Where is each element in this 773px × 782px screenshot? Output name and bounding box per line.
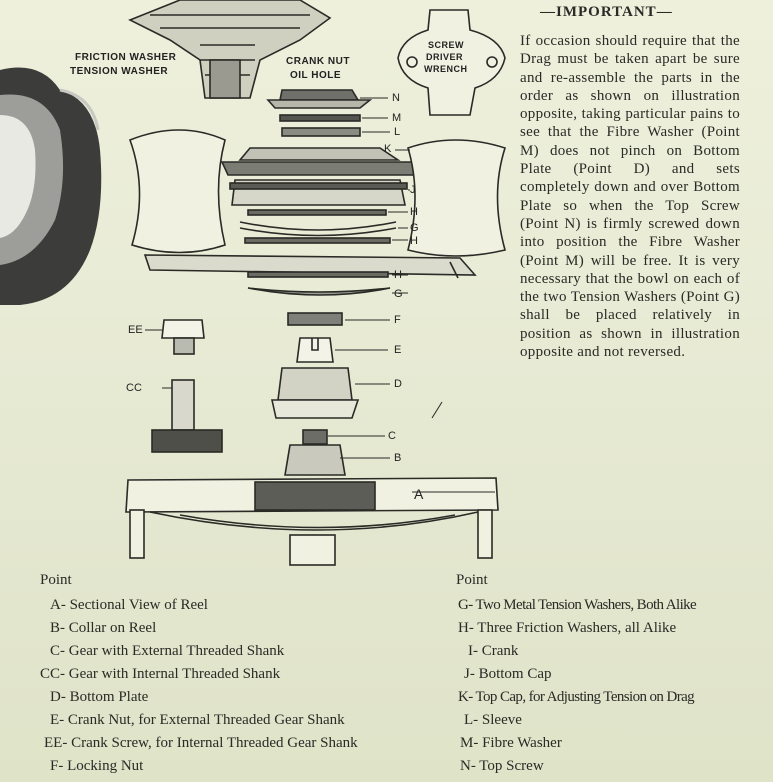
legend-item-g: G- Two Metal Tension Washers, Both Alike — [458, 597, 697, 613]
part-label-ee: EE — [128, 324, 143, 336]
important-heading: —IMPORTANT— — [540, 4, 673, 20]
part-label-h1: H — [410, 206, 418, 218]
legend-item-d: D- Bottom Plate — [50, 689, 149, 705]
legend-item-e: E- Crank Nut, for External Threaded Gear… — [50, 712, 345, 728]
part-label-g2: G — [394, 288, 403, 300]
legend-item-cc: CC- Gear with Internal Threaded Shank — [40, 666, 281, 682]
part-label-d: D — [394, 378, 402, 390]
part-label-a: A — [414, 486, 424, 502]
legend-item-h: H- Three Friction Washers, all Alike — [458, 620, 677, 636]
label-friction-washer: FRICTION WASHER — [75, 52, 177, 63]
part-label-m: M — [392, 112, 402, 124]
part-label-h2: H — [410, 235, 418, 247]
legend-left-heading: Point — [40, 572, 72, 588]
legend-item-n: N- Top Screw — [460, 758, 544, 774]
part-label-h3: H — [394, 269, 402, 281]
label-driver: DRIVER — [426, 52, 464, 62]
part-label-l: L — [394, 126, 401, 138]
part-label-f: F — [394, 314, 401, 326]
legend-item-f: F- Locking Nut — [50, 758, 144, 774]
legend-item-a: A- Sectional View of Reel — [50, 597, 208, 613]
important-paragraph: If occasion should require that the Drag… — [520, 33, 740, 361]
part-label-k: K — [384, 143, 392, 155]
legend-item-l: L- Sleeve — [464, 712, 522, 728]
legend-item-i: I- Crank — [468, 643, 519, 659]
legend-right-heading: Point — [456, 572, 488, 588]
part-label-j: J — [410, 184, 416, 196]
legend-item-ee: EE- Crank Screw, for Internal Threaded G… — [44, 735, 358, 751]
part-label-e: E — [394, 344, 402, 356]
legend-item-b: B- Collar on Reel — [50, 620, 157, 636]
part-label-cc: CC — [126, 382, 142, 394]
reel-knob-photo — [0, 67, 102, 305]
legend-right: Point G- Two Metal Tension Washers, Both… — [456, 572, 771, 778]
legend-item-j: J- Bottom Cap — [464, 666, 552, 682]
label-oil-hole: OIL HOLE — [290, 70, 342, 81]
legend-item-c: C- Gear with External Threaded Shank — [50, 643, 285, 659]
part-label-n: N — [392, 92, 400, 104]
part-label-c: C — [388, 430, 396, 442]
legend-left: Point A- Sectional View of Reel B- Colla… — [40, 572, 460, 778]
legend-item-m: M- Fibre Washer — [460, 735, 562, 751]
label-wrench: WRENCH — [424, 64, 468, 74]
legend-item-k: K- Top Cap, for Adjusting Tension on Dra… — [458, 689, 695, 705]
label-tension-washer: TENSION WASHER — [70, 66, 169, 77]
label-crank-nut: CRANK NUT — [286, 56, 350, 67]
part-label-g1: G — [410, 222, 419, 234]
part-label-b: B — [394, 452, 402, 464]
label-screw: SCREW — [428, 40, 464, 50]
